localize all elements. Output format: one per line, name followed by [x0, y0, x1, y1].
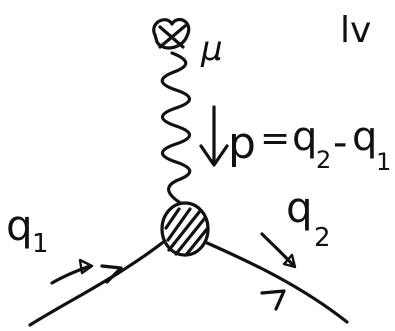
corner-text: lv: [340, 10, 371, 51]
outgoing-fermion-line: [203, 240, 349, 324]
q1-momentum-arrow: [50, 258, 94, 285]
momentum-label: p = q 2 - q 1: [228, 114, 391, 176]
q1-subscript: 1: [376, 148, 391, 176]
current-source-vertex: [152, 18, 191, 50]
incoming-fermion-line: [28, 238, 168, 327]
outgoing-line-arrowhead: [260, 289, 286, 311]
q2-momentum-arrow: [260, 232, 297, 269]
incoming-q-letter: q: [6, 201, 33, 250]
incoming-momentum-label: q 1: [6, 201, 49, 259]
mu-label: μ: [200, 29, 223, 69]
q2-subscript: 2: [316, 146, 331, 174]
incoming-q-subscript: 1: [32, 229, 49, 259]
minus-sign: -: [333, 120, 347, 166]
momentum-arrow: [199, 105, 229, 167]
vertex-blob: [160, 201, 210, 257]
outgoing-momentum-label: q 2: [286, 183, 331, 253]
incoming-line-arrowhead: [100, 264, 123, 284]
outgoing-q-subscript: 2: [314, 223, 331, 253]
photon-propagator: [160, 51, 192, 206]
p-label: p: [228, 118, 256, 169]
q1-letter: q: [352, 114, 377, 160]
equals-sign: =: [260, 118, 290, 159]
outgoing-q-letter: q: [286, 183, 313, 232]
q2-letter: q: [292, 114, 317, 160]
